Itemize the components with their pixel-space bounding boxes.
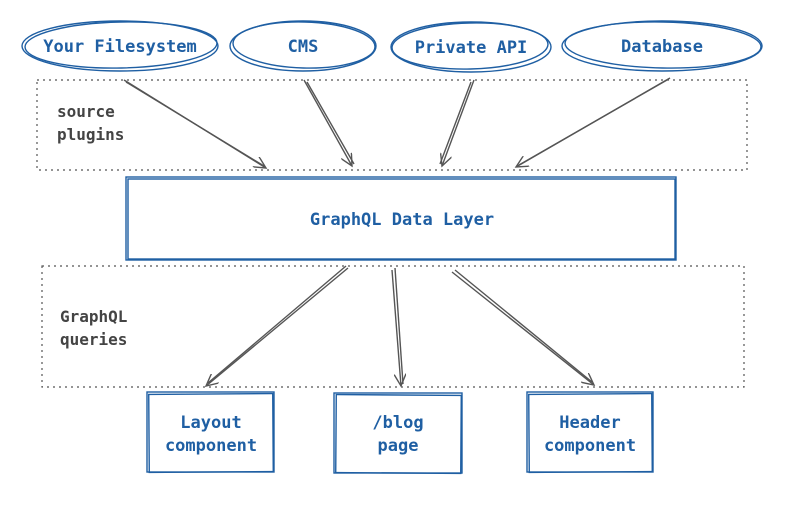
graphql-queries-label-line2: queries [60, 330, 127, 349]
layout-component-label-line2: component [165, 436, 257, 456]
blog-page-label-line2: page [378, 436, 419, 456]
graphql-data-layer-box: GraphQL Data Layer [125, 176, 677, 261]
arrow-datalayer-to-layout [206, 267, 349, 386]
header-component-label-line1: Header [559, 413, 620, 433]
source-label-cms: CMS [288, 37, 319, 57]
source-label-database: Database [621, 37, 703, 57]
consumer-layout-component: Layout component [146, 391, 275, 474]
arrow-cms-to-datalayer [303, 79, 352, 166]
arrow-datalayer-to-header [451, 271, 594, 385]
source-label-private-api: Private API [415, 38, 528, 58]
query-arrows [206, 265, 594, 386]
source-node-private-api: Private API [390, 21, 552, 73]
arrow-private-api-to-datalayer [442, 79, 475, 166]
source-node-filesystem: Your Filesystem [21, 20, 219, 72]
graphql-data-layer-label: GraphQL Data Layer [310, 210, 494, 230]
arrow-datalayer-to-blog [391, 269, 401, 386]
graphql-queries-label-line1: GraphQL [60, 307, 127, 326]
source-plugins-region: source plugins [36, 79, 748, 171]
header-component-label-line2: component [544, 436, 636, 456]
source-node-cms: CMS [229, 20, 377, 72]
source-plugins-label-line1: source [57, 102, 115, 121]
consumer-blog-page: /blog page [333, 392, 463, 475]
source-label-filesystem: Your Filesystem [43, 37, 197, 57]
graphql-queries-region: GraphQL queries [41, 265, 745, 388]
layout-component-label-line1: Layout [180, 413, 241, 433]
source-plugins-label-line2: plugins [57, 125, 124, 144]
source-node-database: Database [561, 20, 763, 72]
source-arrows [123, 77, 671, 168]
consumer-header-component: Header component [526, 391, 654, 474]
blog-page-label-line1: /blog [372, 413, 423, 433]
